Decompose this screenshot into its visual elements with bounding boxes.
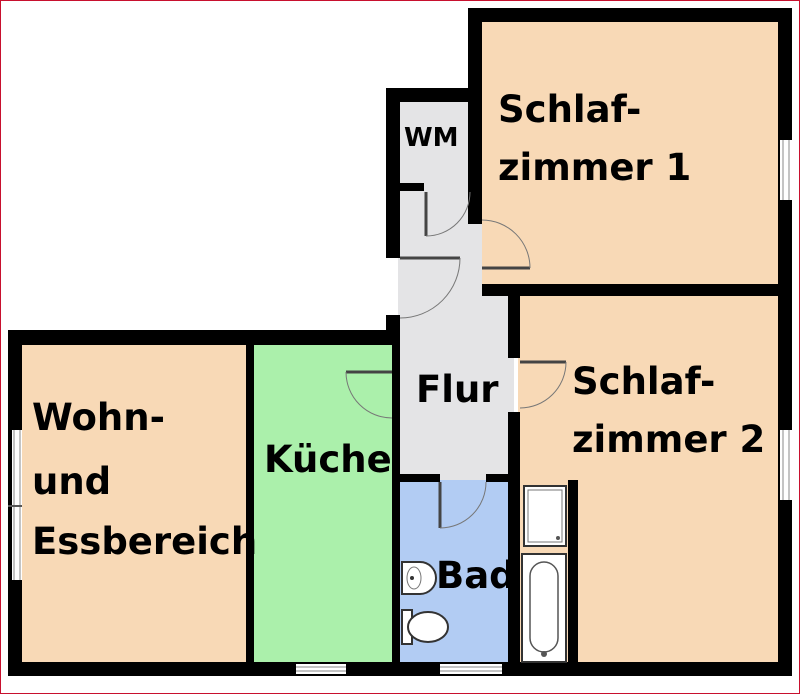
sink-icon [401,561,437,595]
doors [345,191,567,529]
toilet-icon [401,609,449,645]
room-wm [400,102,476,222]
label-wm: WM [404,123,459,153]
label-schlafzimmer-2-line2: zimmer 2 [572,418,765,461]
bathroom-fixtures [401,485,567,663]
windows [8,140,792,674]
room-schlafzimmer-1 [482,22,778,284]
room-kueche [254,345,394,663]
label-wohn-line2: und [32,460,111,503]
bathtub-icon [521,553,567,663]
shower-icon [523,485,567,547]
label-schlafzimmer-1-line1: Schlaf- [498,88,641,131]
room-wohn-essbereich [22,345,250,663]
label-kueche: Küche [264,438,392,481]
label-schlafzimmer-2-line1: Schlaf- [572,360,715,403]
label-bad: Bad [436,554,516,597]
label-flur: Flur [416,368,499,411]
label-schlafzimmer-1-line2: zimmer 1 [498,146,691,189]
label-wohn-line1: Wohn- [32,396,165,439]
label-wohn-line3: Essbereich [32,520,257,563]
